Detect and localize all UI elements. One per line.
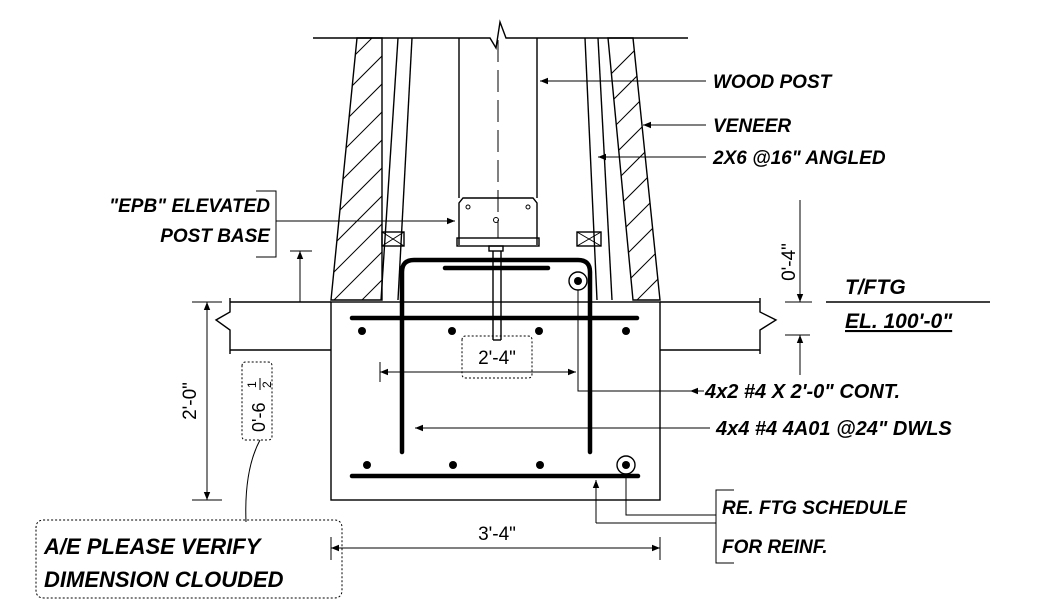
label-epb-line2: POST BASE [160, 226, 271, 247]
label-schedule-line1: RE. FTG SCHEDULE [722, 498, 908, 519]
footing-outline [330, 301, 661, 501]
leader-wood-post: WOOD POST [540, 72, 833, 93]
label-schedule-line2: FOR REINF. [722, 537, 828, 558]
leader-dowels: 4x4 #4 4A01 @24" DWLS [415, 418, 952, 440]
leader-cont-bars: 4x2 #4 X 2'-0" CONT. [577, 290, 900, 403]
dim-offset: 0'-6 1 2 [241, 250, 312, 523]
dim-above-footing: 0'-4" [779, 200, 812, 375]
leader-veneer: VENEER [643, 116, 791, 137]
dim-text-above-footing: 0'-4" [779, 243, 800, 281]
bottom-plates [381, 231, 602, 247]
leader-angled: 2X6 @16" ANGLED [598, 148, 886, 169]
dim-text-offset-den: 2 [260, 381, 274, 388]
elevation-marker: T/FTG EL. 100'-0" [826, 276, 990, 333]
dim-text-offset: 0'-6 [249, 403, 269, 432]
leader-schedule: RE. FTG SCHEDULE FOR REINF. [592, 474, 908, 564]
label-verify-line2: DIMENSION CLOUDED [44, 567, 284, 592]
top-rebar [349, 265, 640, 321]
verify-note: A/E PLEASE VERIFY DIMENSION CLOUDED [35, 519, 343, 599]
label-angled-studs: 2X6 @16" ANGLED [712, 148, 886, 169]
label-cont-bars: 4x2 #4 X 2'-0" CONT. [704, 381, 900, 403]
dim-inner-width: 2'-4" [379, 335, 576, 382]
dim-footing-depth: 2'-0" [180, 301, 222, 501]
grade-lines [214, 298, 778, 354]
angled-studs [380, 37, 613, 301]
label-epb-line1: "EPB" ELEVATED [109, 196, 270, 217]
label-verify-line1: A/E PLEASE VERIFY [43, 534, 263, 559]
dowel-u-bar [399, 257, 593, 455]
label-tftg: T/FTG [845, 276, 906, 299]
dim-text-footing-depth: 2'-0" [180, 382, 201, 420]
top-break-line [313, 19, 688, 51]
label-veneer: VENEER [713, 116, 791, 137]
label-dowels: 4x4 #4 4A01 @24" DWLS [715, 418, 952, 440]
label-wood-post: WOOD POST [713, 72, 833, 93]
leader-epb: "EPB" ELEVATED POST BASE [109, 190, 455, 258]
dim-footing-width: 3'-4" [330, 524, 661, 560]
wood-post [458, 38, 538, 238]
circled-rebar [568, 271, 636, 475]
label-elevation: EL. 100'-0" [845, 310, 953, 333]
dim-text-footing-width: 3'-4" [478, 524, 516, 545]
dim-text-inner-width: 2'-4" [478, 348, 516, 369]
rebar-dots [358, 327, 630, 469]
dim-text-offset-num: 1 [245, 381, 259, 388]
